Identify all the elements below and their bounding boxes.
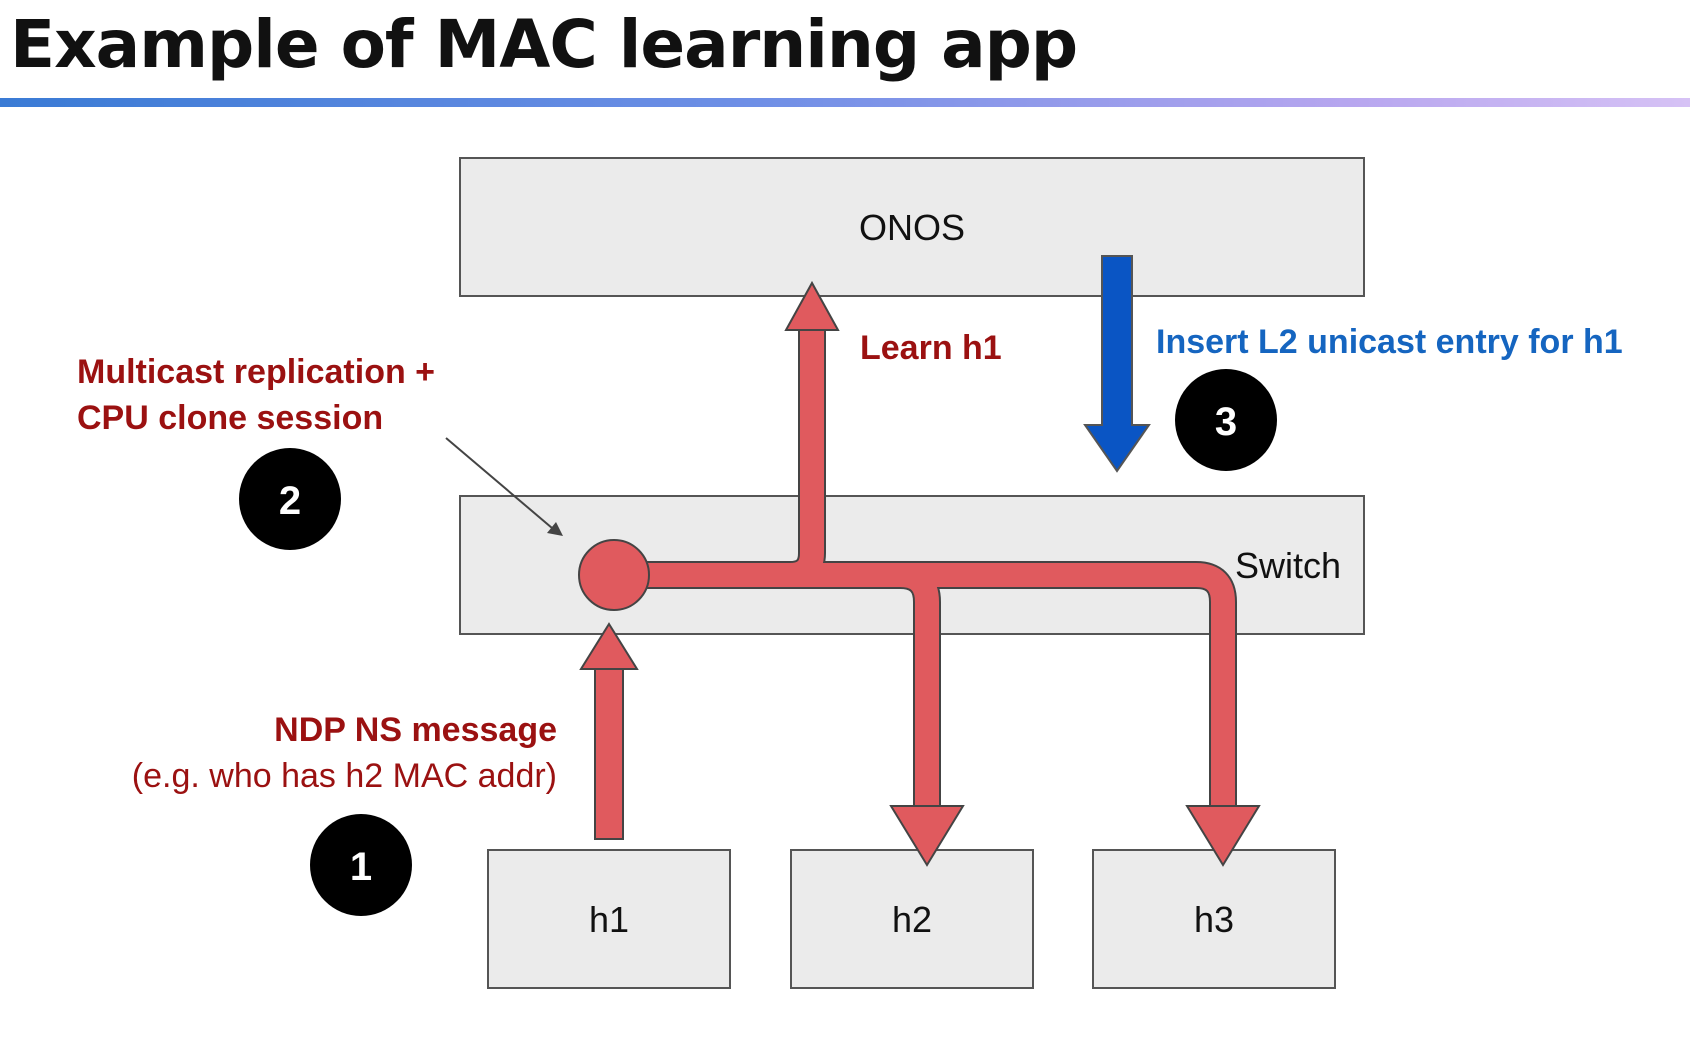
step-1-badge: 1 <box>310 814 412 916</box>
onos-controller-box: ONOS <box>459 157 1365 297</box>
install-rule-arrow-icon <box>1083 255 1151 473</box>
onos-label: ONOS <box>859 207 965 248</box>
page-title: Example of MAC learning app <box>10 6 1078 83</box>
h1-ingress-arrow-icon <box>579 622 639 840</box>
step-1-label: NDP NS message <box>274 711 557 749</box>
host-box-h3: h3 <box>1092 849 1336 989</box>
step-1-number: 1 <box>350 845 372 889</box>
step-2-label-line-2: CPU clone session <box>77 399 383 437</box>
host-label-h2: h2 <box>892 899 932 940</box>
step-2-pointer-icon <box>445 437 563 536</box>
switch-label: Switch <box>1235 545 1341 586</box>
step-2-label-line-1: Multicast replication + <box>77 353 435 391</box>
step-2-badge: 2 <box>239 448 341 550</box>
step-3-number: 3 <box>1215 400 1237 444</box>
step-2-number: 2 <box>279 479 301 523</box>
step-3-label: Insert L2 unicast entry for h1 <box>1156 323 1623 361</box>
host-label-h1: h1 <box>589 899 629 940</box>
host-box-h1: h1 <box>487 849 731 989</box>
host-label-h3: h3 <box>1194 899 1234 940</box>
step-1-detail: (e.g. who has h2 MAC addr) <box>132 757 557 795</box>
arrowhead-to-onos-icon <box>784 280 840 331</box>
arrowhead-to-h2-icon <box>889 805 965 867</box>
title-underline <box>0 98 1690 107</box>
packet-flow-paths <box>614 330 1237 810</box>
replication-point-icon <box>578 539 650 611</box>
learn-h1-label: Learn h1 <box>860 329 1002 367</box>
step-3-badge: 3 <box>1175 369 1277 471</box>
arrowhead-to-h3-icon <box>1185 805 1261 867</box>
host-box-h2: h2 <box>790 849 1034 989</box>
